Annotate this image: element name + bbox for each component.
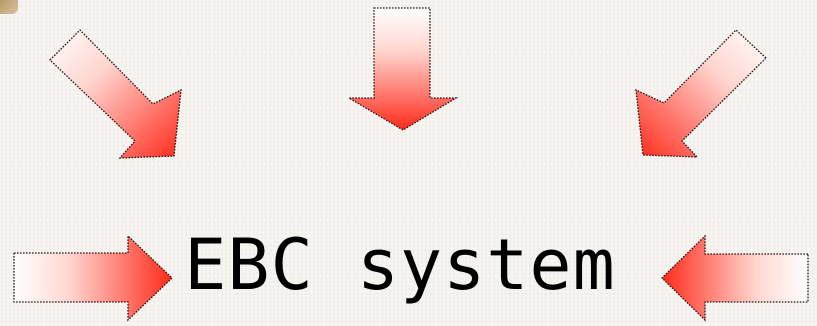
arrow-bottom-right — [662, 236, 808, 320]
diagram-title: EBC system — [140, 220, 660, 310]
arrow-top-center — [349, 8, 456, 130]
arrow-top-left — [50, 30, 181, 158]
arrow-top-right — [636, 30, 766, 157]
